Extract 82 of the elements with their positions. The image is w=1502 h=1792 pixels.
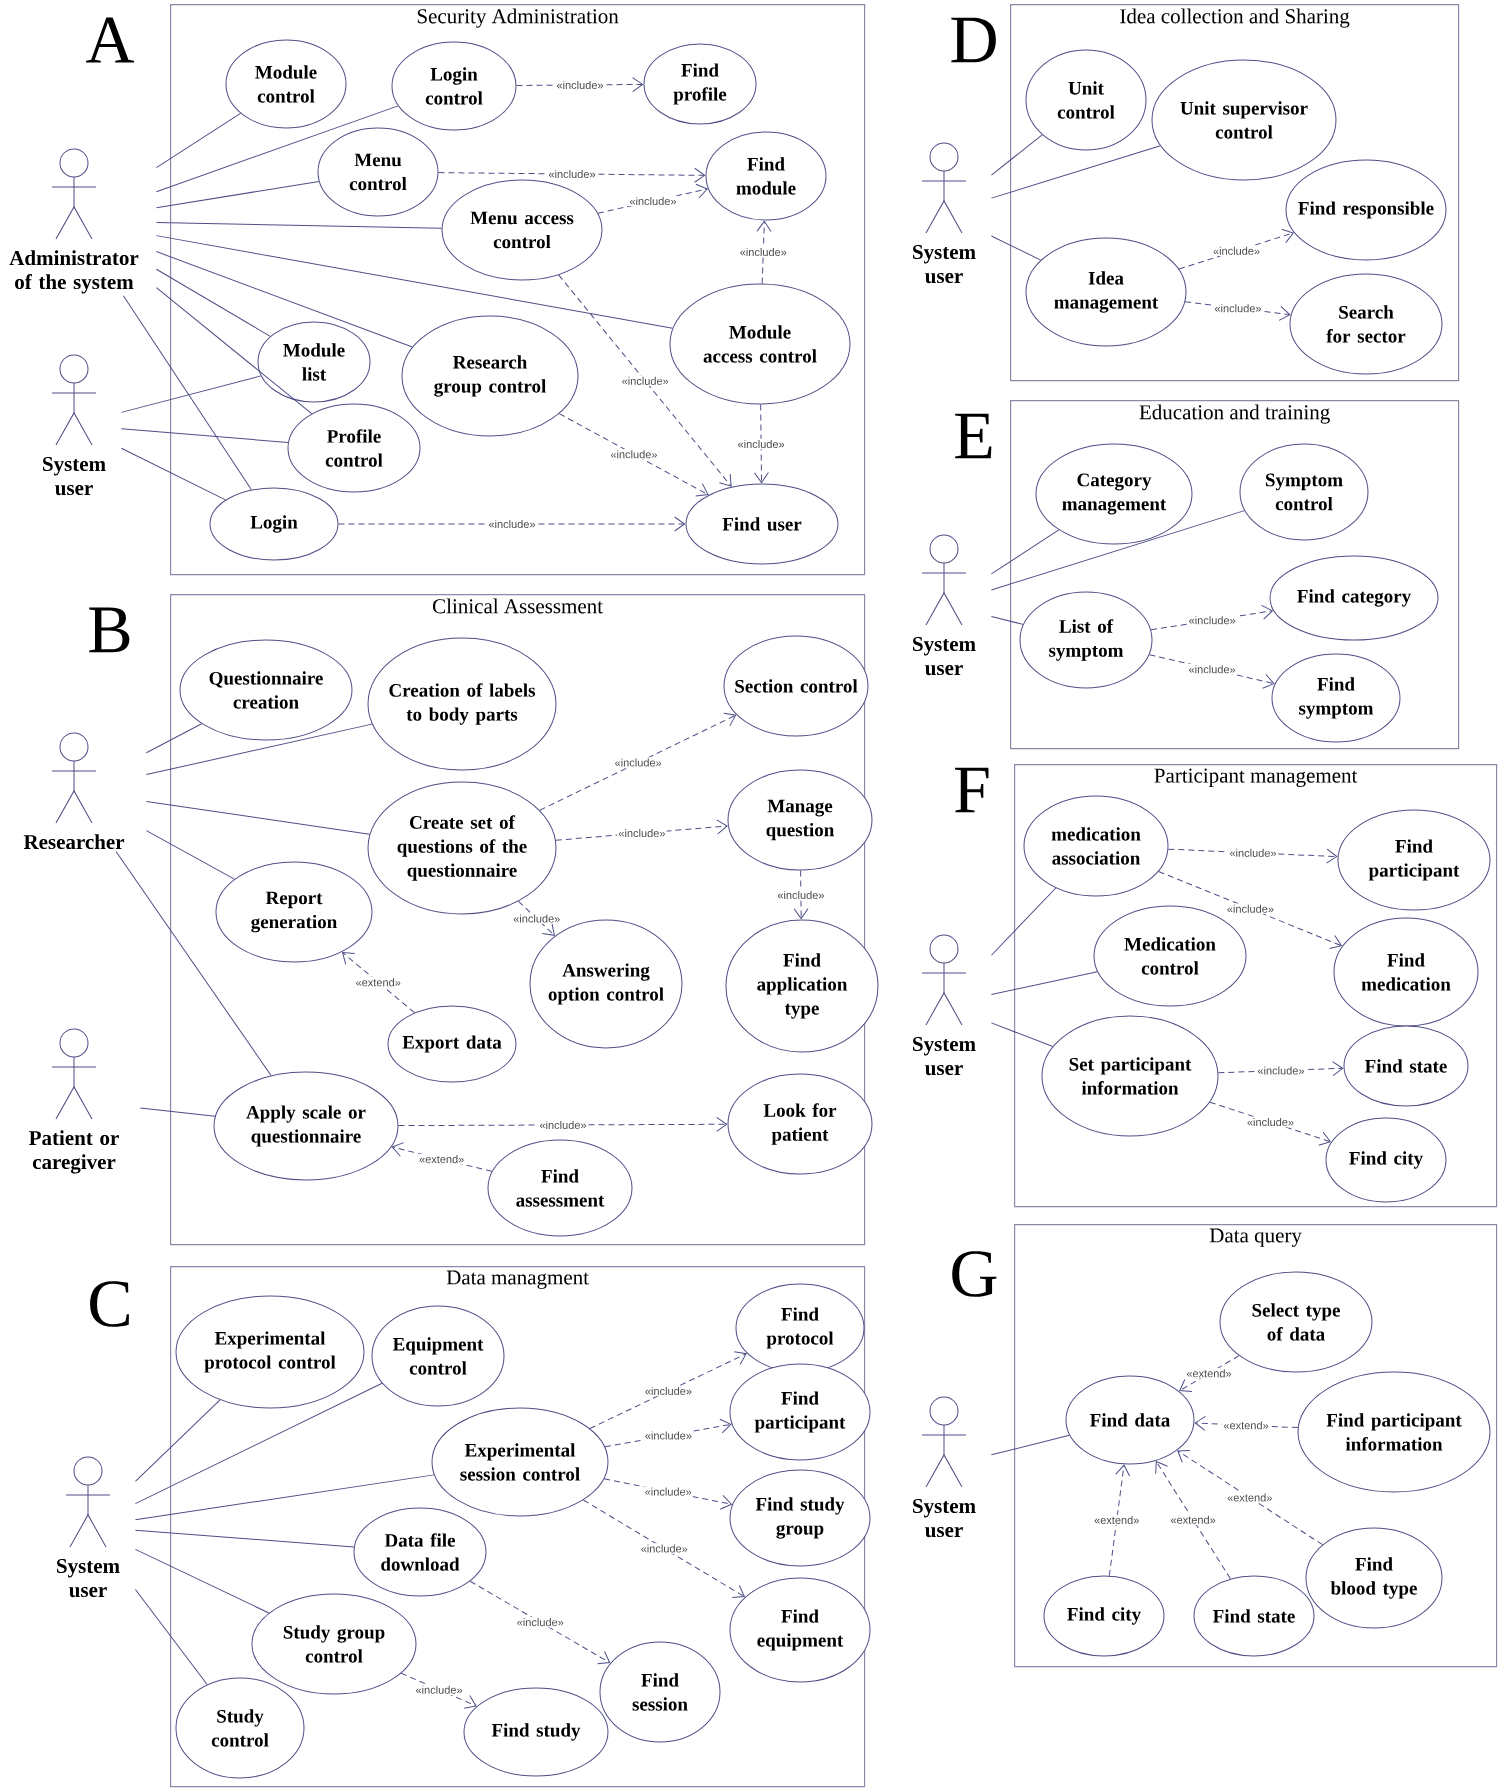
dependency-arrow	[1178, 228, 1294, 270]
node-label: System user	[913, 244, 976, 284]
association-line	[134, 1588, 208, 1685]
association-line	[155, 268, 271, 337]
dependency-arrow	[753, 404, 769, 484]
node-label: Researcher	[23, 834, 125, 850]
actor: Administrator of the system	[9, 148, 139, 294]
actor: Patient or caregiver	[29, 1028, 119, 1174]
node-label: Administrator of the system	[9, 250, 139, 294]
association-line	[155, 235, 674, 329]
association-line	[115, 851, 272, 1076]
dependency-arrow	[1194, 1415, 1299, 1431]
association-line	[134, 1382, 383, 1505]
association-line	[990, 1434, 1070, 1456]
association-line	[120, 428, 289, 443]
association-line	[122, 295, 252, 491]
dependency-arrow	[342, 952, 415, 1014]
association-line	[155, 287, 313, 415]
dependency-arrow	[398, 1116, 728, 1132]
association-line	[990, 887, 1057, 956]
actor: System user	[913, 934, 976, 1076]
actor: Researcher	[23, 732, 125, 850]
association-line	[155, 112, 242, 169]
association-line	[155, 181, 320, 209]
association-line	[155, 105, 399, 193]
association-line	[990, 616, 1024, 625]
association-line	[990, 235, 1042, 261]
actor: System user	[913, 1396, 976, 1538]
association-line	[145, 830, 235, 880]
node-label: System user	[913, 1036, 976, 1076]
dependency-arrow	[558, 274, 732, 487]
node-label: System user	[913, 1498, 976, 1538]
panel-letter: G	[952, 1251, 997, 1297]
node-label: System user	[57, 1558, 120, 1598]
panel-letter: E	[955, 413, 992, 459]
dependency-arrow	[589, 1351, 747, 1430]
dependency-arrow	[517, 900, 555, 936]
node-label: Patient or caregiver	[29, 1130, 119, 1174]
actor: System user	[913, 534, 976, 676]
dependency-arrow	[558, 413, 709, 497]
association-line	[990, 510, 1245, 591]
association-line	[145, 800, 370, 835]
dependency-arrow	[1158, 870, 1342, 949]
association-line	[990, 134, 1043, 176]
dependency-arrow	[539, 712, 737, 811]
association-line	[990, 971, 1098, 996]
association-line	[990, 529, 1060, 575]
panel-letter: D	[951, 17, 996, 63]
association-line	[990, 145, 1161, 199]
panel-letter: F	[955, 767, 989, 813]
association-line	[990, 1022, 1054, 1047]
dependency-arrow	[338, 516, 686, 532]
association-line	[134, 1474, 435, 1521]
association-line	[120, 375, 262, 413]
dependency-arrow	[391, 1142, 493, 1172]
dependency-arrow	[400, 1672, 477, 1709]
actor: System user	[43, 354, 106, 496]
association-line	[120, 447, 226, 501]
association-line	[155, 222, 443, 229]
dependency-arrow	[1209, 1101, 1331, 1146]
node-label: System user	[43, 456, 106, 496]
association-line	[139, 1107, 216, 1117]
dependency-arrow	[1177, 1449, 1324, 1546]
association-line	[134, 1529, 355, 1548]
association-line	[134, 1399, 221, 1482]
panel-letter: B	[89, 607, 130, 653]
dependency-arrow	[1155, 1461, 1231, 1580]
dependency-arrow	[1179, 1355, 1240, 1393]
node-label: System user	[913, 636, 976, 676]
association-line	[145, 723, 203, 754]
dependency-arrow	[469, 1580, 611, 1665]
actor: System user	[57, 1456, 120, 1598]
dependency-arrow	[582, 1499, 745, 1598]
association-line	[155, 251, 413, 348]
association-line	[145, 723, 373, 776]
panel-letter: A	[86, 17, 135, 63]
actor: System user	[913, 142, 976, 284]
dependency-arrow	[756, 220, 772, 284]
association-line	[134, 1548, 270, 1614]
panel-letter: C	[90, 1281, 129, 1327]
dependency-arrow	[793, 870, 809, 920]
dependency-arrow	[1108, 1464, 1131, 1577]
